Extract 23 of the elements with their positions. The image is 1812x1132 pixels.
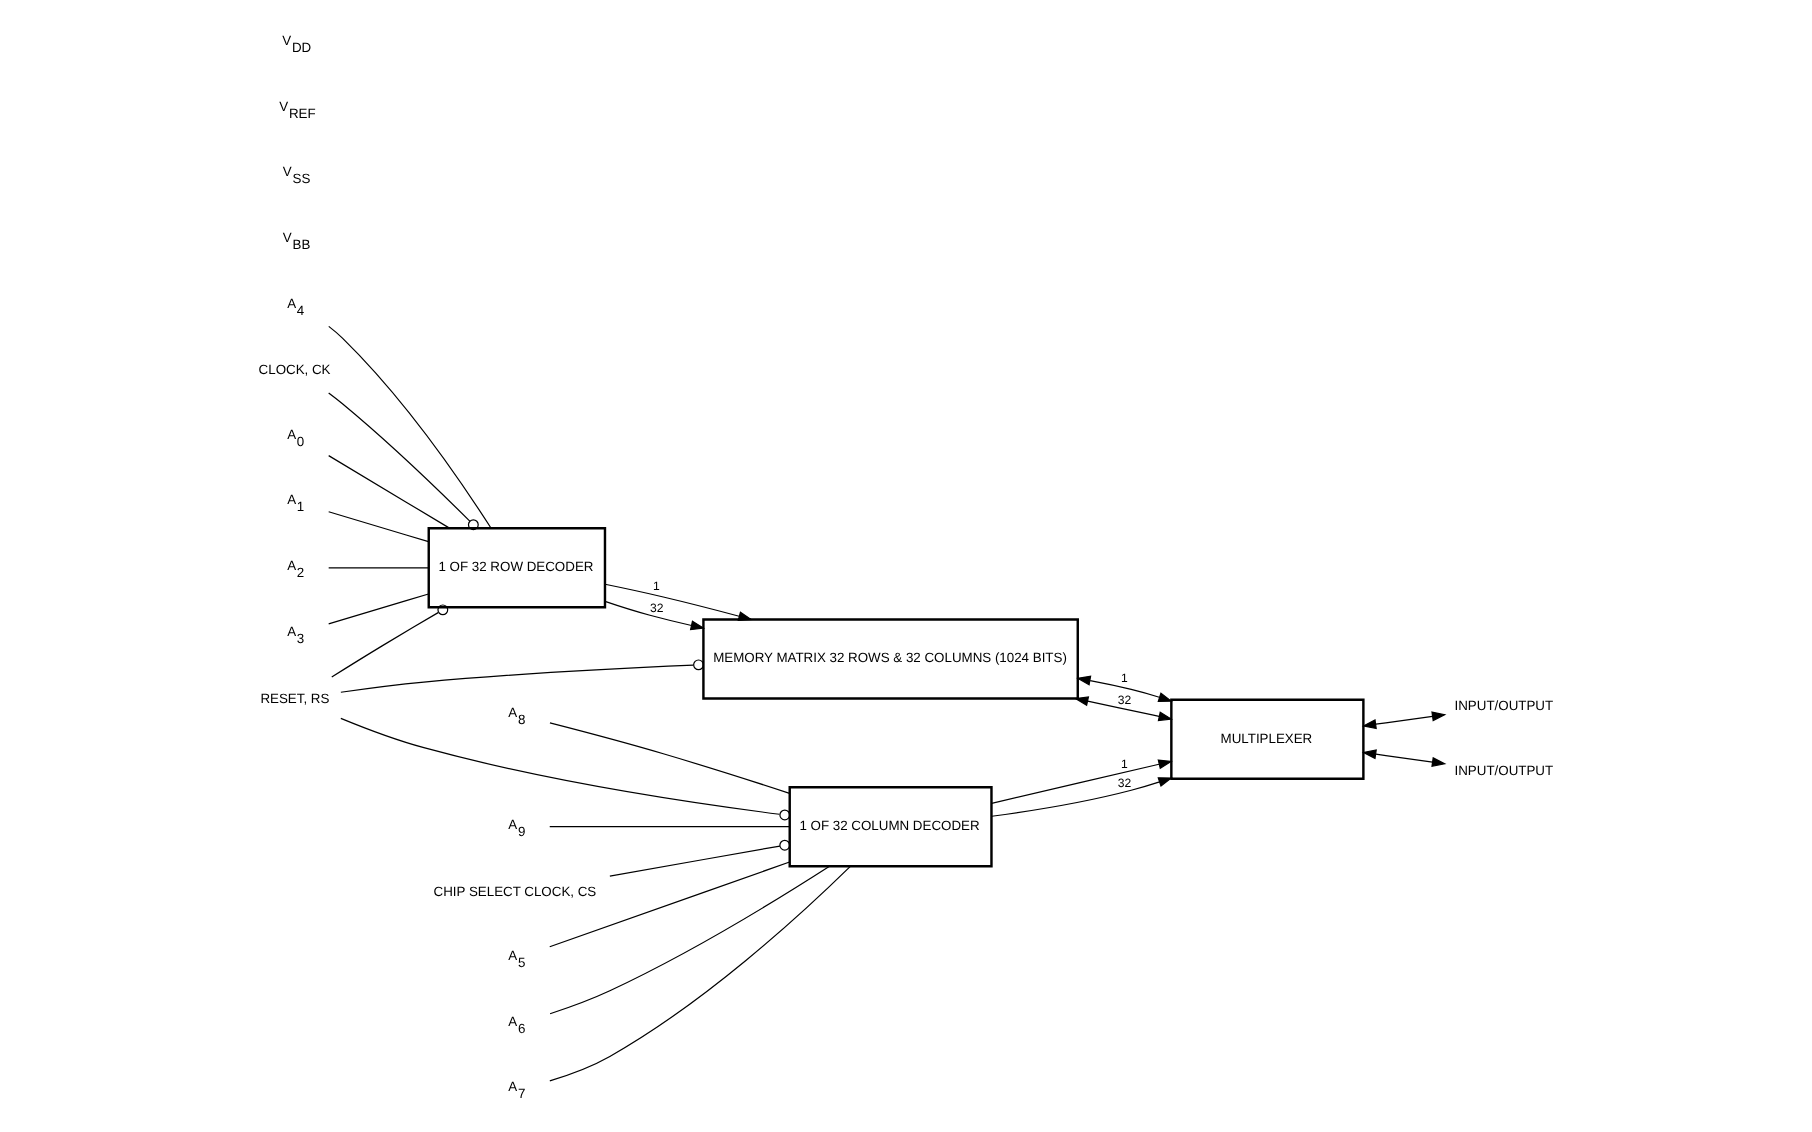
connector [548, 826, 790, 828]
arrow [603, 600, 705, 631]
connector [548, 865, 830, 1015]
connector [548, 866, 850, 1082]
connector [327, 325, 491, 529]
arrow [990, 777, 1172, 817]
connector [330, 604, 448, 678]
connector [339, 659, 703, 693]
connector [327, 392, 478, 531]
arrow [1360, 711, 1446, 730]
connector [327, 567, 429, 569]
connector [339, 717, 790, 821]
connector [327, 511, 429, 543]
arrow [1360, 749, 1446, 768]
connector [608, 839, 790, 877]
arrow [603, 583, 752, 622]
arrow [1075, 675, 1172, 702]
arrow [990, 759, 1172, 804]
connector [327, 593, 429, 625]
connector [327, 455, 450, 529]
connector [548, 722, 790, 794]
connector [548, 861, 790, 948]
arrow [1072, 696, 1173, 722]
